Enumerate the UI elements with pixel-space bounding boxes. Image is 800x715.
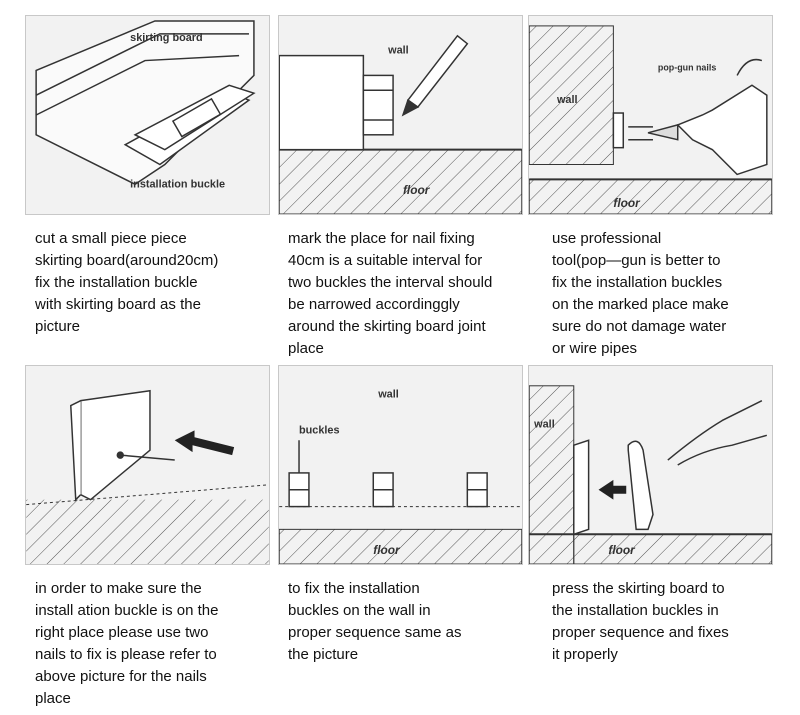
step-2-caption: mark the place for nail fixing 40cm is a…: [288, 230, 493, 357]
wall-label: wall: [387, 45, 409, 57]
floor-area: [529, 178, 772, 214]
floor-label: floor: [403, 183, 431, 197]
arrow-icon: [598, 479, 627, 500]
floor-label: floor: [608, 543, 636, 557]
floor-area: [26, 499, 269, 564]
floor-area: [573, 533, 772, 564]
skirting-board-drawing: [279, 54, 394, 151]
wall-label: wall: [556, 94, 578, 106]
floor-label: floor: [373, 543, 401, 557]
skirting-board-label: skirting board: [130, 32, 203, 44]
floor-label: floor: [613, 196, 641, 210]
skirting-board-drawing: [627, 440, 654, 531]
pop-gun-nails-label: pop-gun nails: [658, 62, 716, 72]
floor-area: [279, 528, 522, 564]
direction-arrows: [628, 126, 653, 141]
buckles-row: [288, 472, 488, 508]
hand-icon: [667, 399, 768, 466]
step-5-illustration: wall buckles floor: [278, 365, 523, 565]
pop-gun-icon: [647, 58, 768, 176]
floor-area: [279, 149, 522, 214]
step-4-caption: in order to make sure the install ation …: [35, 580, 219, 707]
step-6-illustration: wall floor: [528, 365, 773, 565]
wall-area: [529, 385, 575, 564]
step-6-caption: press the skirting board to the installa…: [552, 580, 729, 663]
step-5-caption: to fix the installation buckles on the w…: [288, 580, 462, 663]
buckle-shape: [612, 112, 625, 149]
pencil-icon: [401, 34, 469, 117]
step-1-caption: cut a small piece piece skirting board(a…: [35, 230, 219, 335]
buckle-drawing: [70, 389, 151, 502]
step-3-illustration: pop-gun nails wall floor: [528, 15, 773, 215]
wall-area: [529, 25, 614, 165]
buckles-label: buckles: [299, 424, 340, 436]
arrow-icon: [174, 430, 235, 456]
step-1-illustration: skirting board installation buckle: [25, 15, 270, 215]
step-2-illustration: wall floor: [278, 15, 523, 215]
skirting-board-drawing: [35, 20, 256, 186]
installation-buckle-label: installation buckle: [130, 178, 225, 190]
step-3-caption: use professional tool(pop—gun is better …: [552, 230, 729, 357]
nail-icon: [116, 451, 175, 461]
buckle-drawing: [573, 439, 590, 536]
step-4-illustration: [25, 365, 270, 565]
wall-label: wall: [377, 389, 399, 401]
wall-label: wall: [533, 418, 555, 430]
